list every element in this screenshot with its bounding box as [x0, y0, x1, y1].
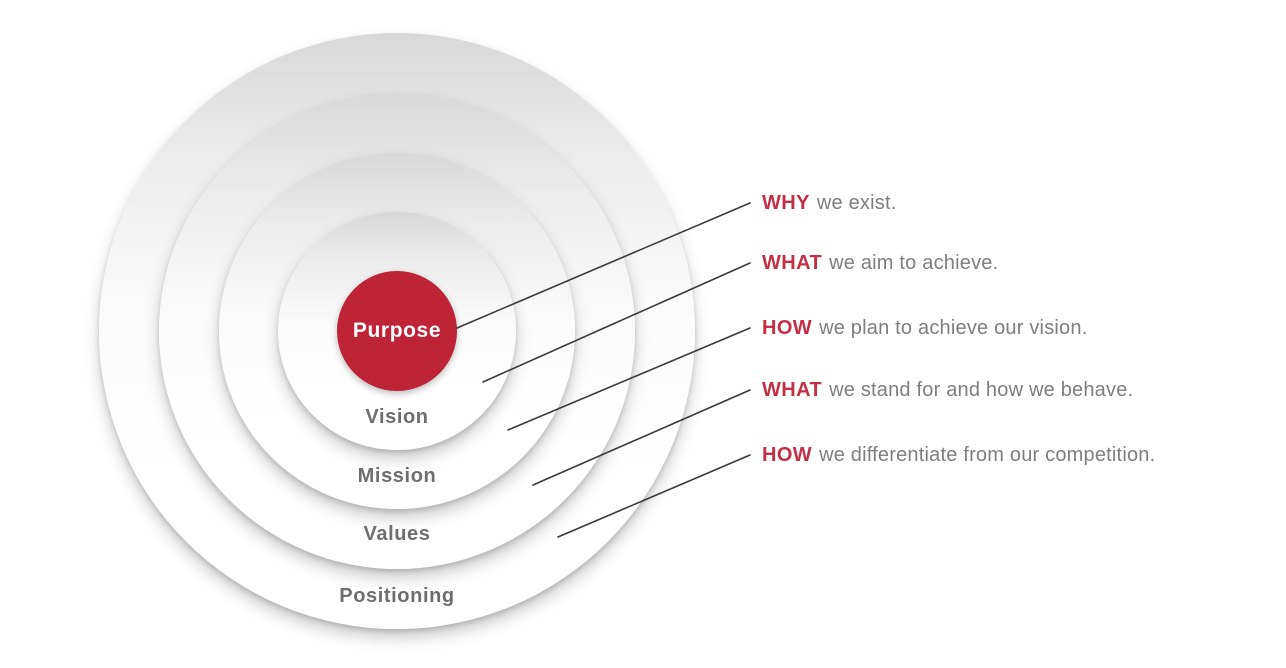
annotation-keyword: HOW: [762, 317, 813, 339]
annotation-keyword: WHAT: [762, 379, 823, 401]
annotation-what-achieve: WHAT we aim to achieve.: [762, 251, 998, 275]
annotation-text: we plan to achieve our vision.: [819, 317, 1088, 339]
purpose-circle: [337, 271, 457, 391]
annotation-text: we stand for and how we behave.: [829, 379, 1134, 401]
annotation-text: we aim to achieve.: [829, 252, 999, 274]
purpose-label: Purpose: [352, 319, 442, 342]
annotation-text: we differentiate from our competition.: [819, 444, 1156, 466]
ring-label-mission: Mission: [357, 465, 437, 487]
annotation-keyword: WHAT: [762, 252, 823, 274]
annotation-how-differentiate: HOW we differentiate from our competition…: [762, 443, 1155, 467]
annotation-keyword: HOW: [762, 444, 813, 466]
annotation-what-stand: WHAT we stand for and how we behave.: [762, 378, 1133, 402]
ring-label-vision: Vision: [365, 406, 429, 428]
annotation-text: we exist.: [816, 192, 897, 214]
annotation-why-exist: WHY we exist.: [762, 191, 896, 215]
ring-label-values: Values: [363, 523, 431, 545]
annotation-how-plan: HOW we plan to achieve our vision.: [762, 316, 1087, 340]
annotation-keyword: WHY: [762, 192, 810, 214]
ring-label-positioning: Positioning: [339, 585, 455, 607]
